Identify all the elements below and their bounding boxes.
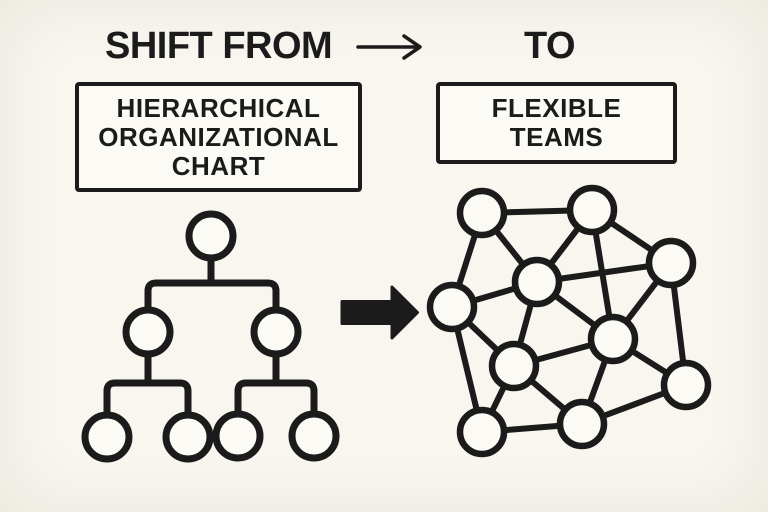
shift-from-title: SHIFT FROM	[105, 25, 333, 67]
left-box-line-2: ORGANIZATIONAL	[98, 121, 339, 152]
left-box-line-3: CHART	[171, 150, 266, 181]
hierarchical-org-chart-label-box: HIERARCHICAL ORGANIZATIONAL CHART	[75, 82, 362, 192]
right-box-line-1: FLEXIBLE	[491, 93, 622, 123]
left-box-line-1: HIERARCHICAL	[116, 92, 321, 123]
right-box-line-2: TEAMS	[509, 122, 604, 152]
to-title: TO	[524, 25, 576, 67]
flexible-teams-label-box: FLEXIBLE TEAMS	[436, 82, 677, 164]
